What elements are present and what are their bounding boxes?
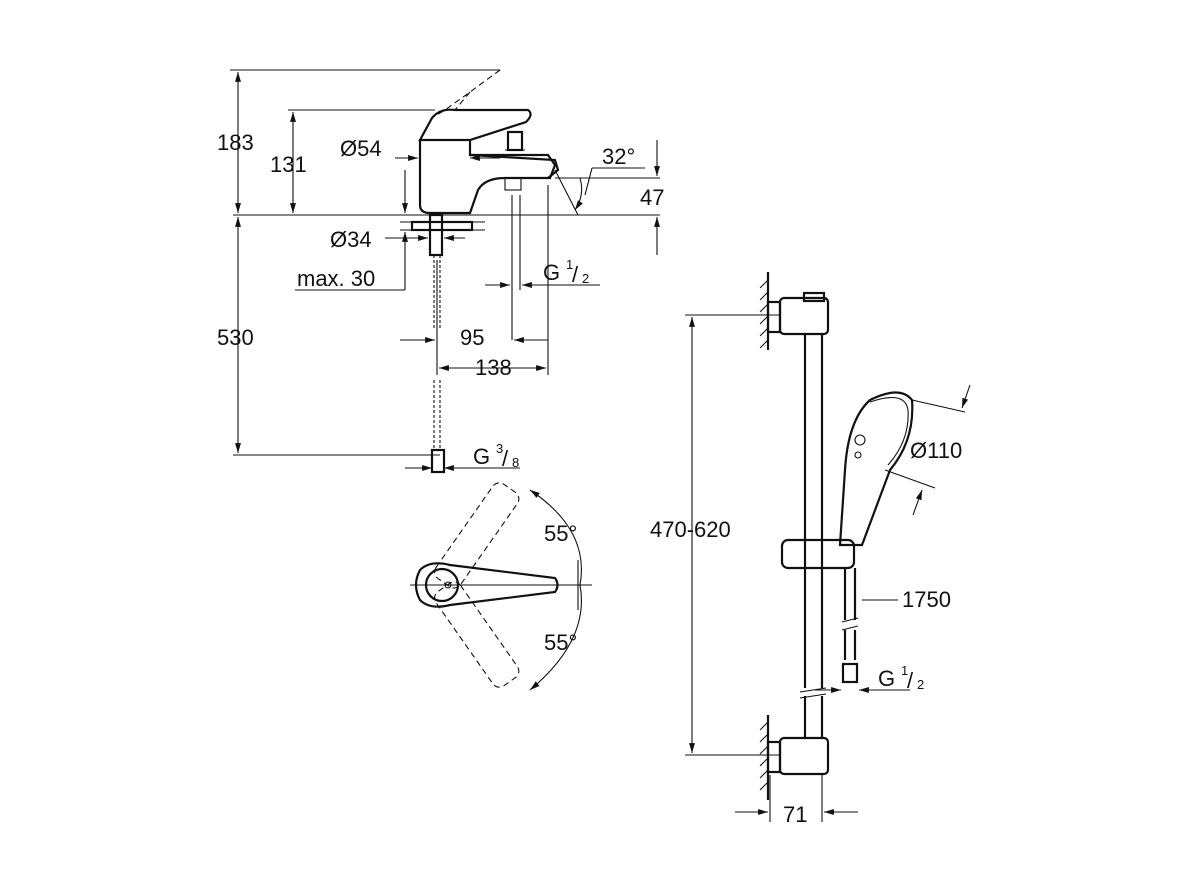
thread-numerator: 3 [496,441,503,456]
thread-prefix: G [473,444,490,469]
dim-95: 95 [460,325,484,350]
dim-47: 47 [640,185,664,210]
thread-numerator: 1 [566,257,573,272]
dim-530: 530 [217,325,254,350]
dim-hose-length: 1750 [902,587,951,612]
dim-max-30: max. 30 [297,266,375,291]
fraction-slash: / [572,262,579,287]
thread-denominator: 2 [917,677,924,692]
dim-183: 183 [217,130,254,155]
dim-71: 71 [783,802,807,827]
dim-diameter-54: Ø54 [340,136,382,161]
thread-denominator: 2 [582,271,589,286]
thread-g-1-2-hose: G 1 / 2 [878,663,924,693]
thread-g-3-8: G 3 / 8 [473,441,519,471]
dim-131: 131 [270,152,307,177]
thread-numerator: 1 [901,663,908,678]
fraction-slash: / [907,668,914,693]
dim-138: 138 [475,355,512,380]
fraction-slash: / [502,446,509,471]
shower-rail-view [685,272,971,822]
dim-rail-range: 470-620 [650,517,731,542]
dim-angle-32: 32° [602,144,635,169]
dim-angle-55-bottom: 55° [544,630,577,655]
thread-prefix: G [543,260,560,285]
dim-angle-55-top: 55° [544,521,577,546]
thread-prefix: G [878,666,895,691]
mixer-side-view [230,69,660,474]
dim-diameter-110: Ø110 [910,438,962,463]
handle-top-view [410,482,592,691]
thread-g-1-2-outlet: G 1 / 2 [543,257,589,287]
dim-diameter-34: Ø34 [330,227,372,252]
thread-denominator: 8 [512,455,519,470]
